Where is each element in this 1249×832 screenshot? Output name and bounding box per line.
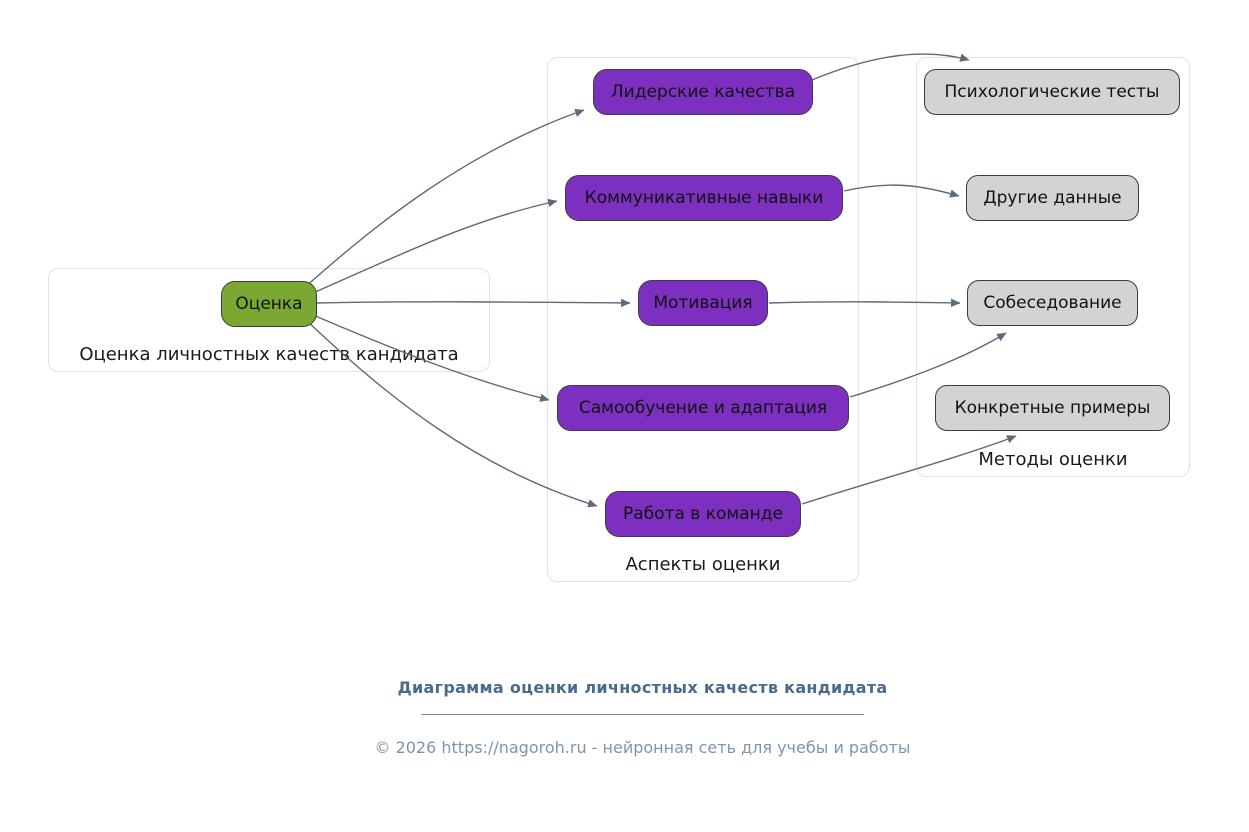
node-communication: Коммуникативные навыки [565, 175, 843, 221]
group-methods-label: Методы оценки [978, 449, 1128, 470]
node-selflearning: Самообучение и адаптация [557, 385, 849, 431]
node-interview: Собеседование [967, 280, 1138, 326]
group-aspects-label: Аспекты оценки [625, 554, 781, 575]
footer-copyright: © 2026 https://nagoroh.ru - нейронная се… [374, 738, 911, 757]
node-ocenka: Оценка [221, 281, 317, 327]
node-teamwork: Работа в команде [605, 491, 801, 537]
footer-divider [421, 714, 864, 715]
node-tests: Психологические тесты [924, 69, 1180, 115]
edge-ocenka-leadership [302, 108, 585, 290]
diagram-title: Диаграмма оценки личностных качеств канд… [397, 678, 888, 697]
group-candidate-label: Оценка личностных качеств кандидата [79, 344, 459, 365]
node-examples: Конкретные примеры [935, 385, 1170, 431]
node-otherdata: Другие данные [966, 175, 1139, 221]
node-motivation: Мотивация [638, 280, 768, 326]
node-leadership: Лидерские качества [593, 69, 813, 115]
